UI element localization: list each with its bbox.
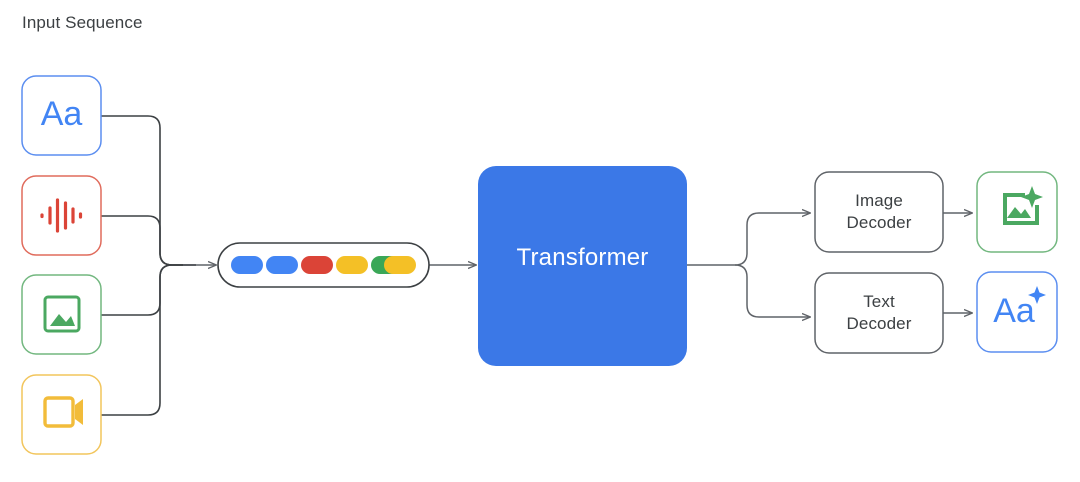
sparkle-icon (1028, 286, 1046, 304)
audio-input[interactable] (21, 175, 102, 256)
video-camera-icon (43, 396, 83, 428)
token-item (231, 256, 263, 274)
text-input[interactable]: Aa (21, 75, 102, 156)
text-decoder-label-line2: Decoder (846, 314, 912, 333)
audio-waveform-icon (40, 198, 83, 233)
token-item (301, 256, 333, 274)
token-item (266, 256, 298, 274)
token-list (231, 256, 416, 274)
image-decoder[interactable]: Image Decoder (815, 172, 943, 252)
image-sparkle-icon (1003, 186, 1043, 225)
video-input[interactable] (21, 374, 102, 455)
token-item (384, 256, 416, 274)
text-output[interactable]: Aa (976, 271, 1058, 353)
text-Aa-icon: Aa (41, 95, 83, 133)
image-input[interactable] (21, 274, 102, 355)
transformer-block[interactable]: Transformer (478, 166, 687, 366)
text-sparkle-aa-icon: Aa (993, 292, 1035, 330)
text-decoder[interactable]: Text Decoder (815, 273, 943, 353)
image-decoder-label-line1: Image (855, 191, 903, 210)
transformer-label: Transformer (516, 244, 649, 271)
image-decoder-label-line2: Decoder (846, 213, 912, 232)
text-decoder-label-line1: Text (863, 292, 895, 311)
token-item (336, 256, 368, 274)
image-picture-icon (43, 295, 81, 333)
image-output[interactable] (976, 171, 1058, 253)
